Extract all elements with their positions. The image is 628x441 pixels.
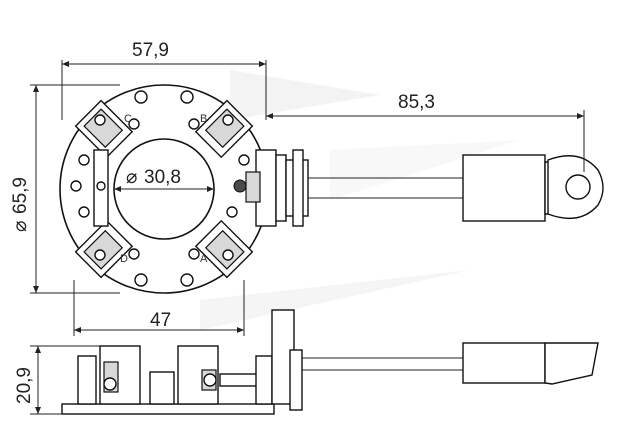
cable-sleeve [462,154,546,222]
dim-cable-length: 85,3 [398,92,435,113]
dim-inner-diameter-symbol: ⌀ [126,167,137,188]
dimension-lines [30,60,585,415]
slot-label-b: B [200,113,207,125]
dim-height: 20,9 [14,367,35,404]
cable-side-view [302,342,599,385]
rivet-holes [70,90,250,287]
brush-slot-b [194,99,254,159]
slot-label-c: C [124,113,132,125]
brush-slot-d [74,219,134,279]
side-base-plate [61,403,275,415]
background-watermark [200,70,520,330]
slot-label-d: D [120,253,128,265]
ring-hole [565,174,591,200]
brush-slot-c [74,99,134,159]
dim-inner-diameter: 30,8 [144,167,181,188]
dim-top-width: 57,9 [132,40,169,61]
dim-outer-diameter: 65,9 [10,177,31,214]
slot-label-a: A [200,253,208,265]
dim-bottom-width: 47 [150,310,171,331]
brush-holder-side-view [61,309,303,415]
dim-outer-diameter-symbol: ⌀ [10,221,31,232]
brush-slot-a [194,219,254,279]
cable-top-view [308,154,604,222]
